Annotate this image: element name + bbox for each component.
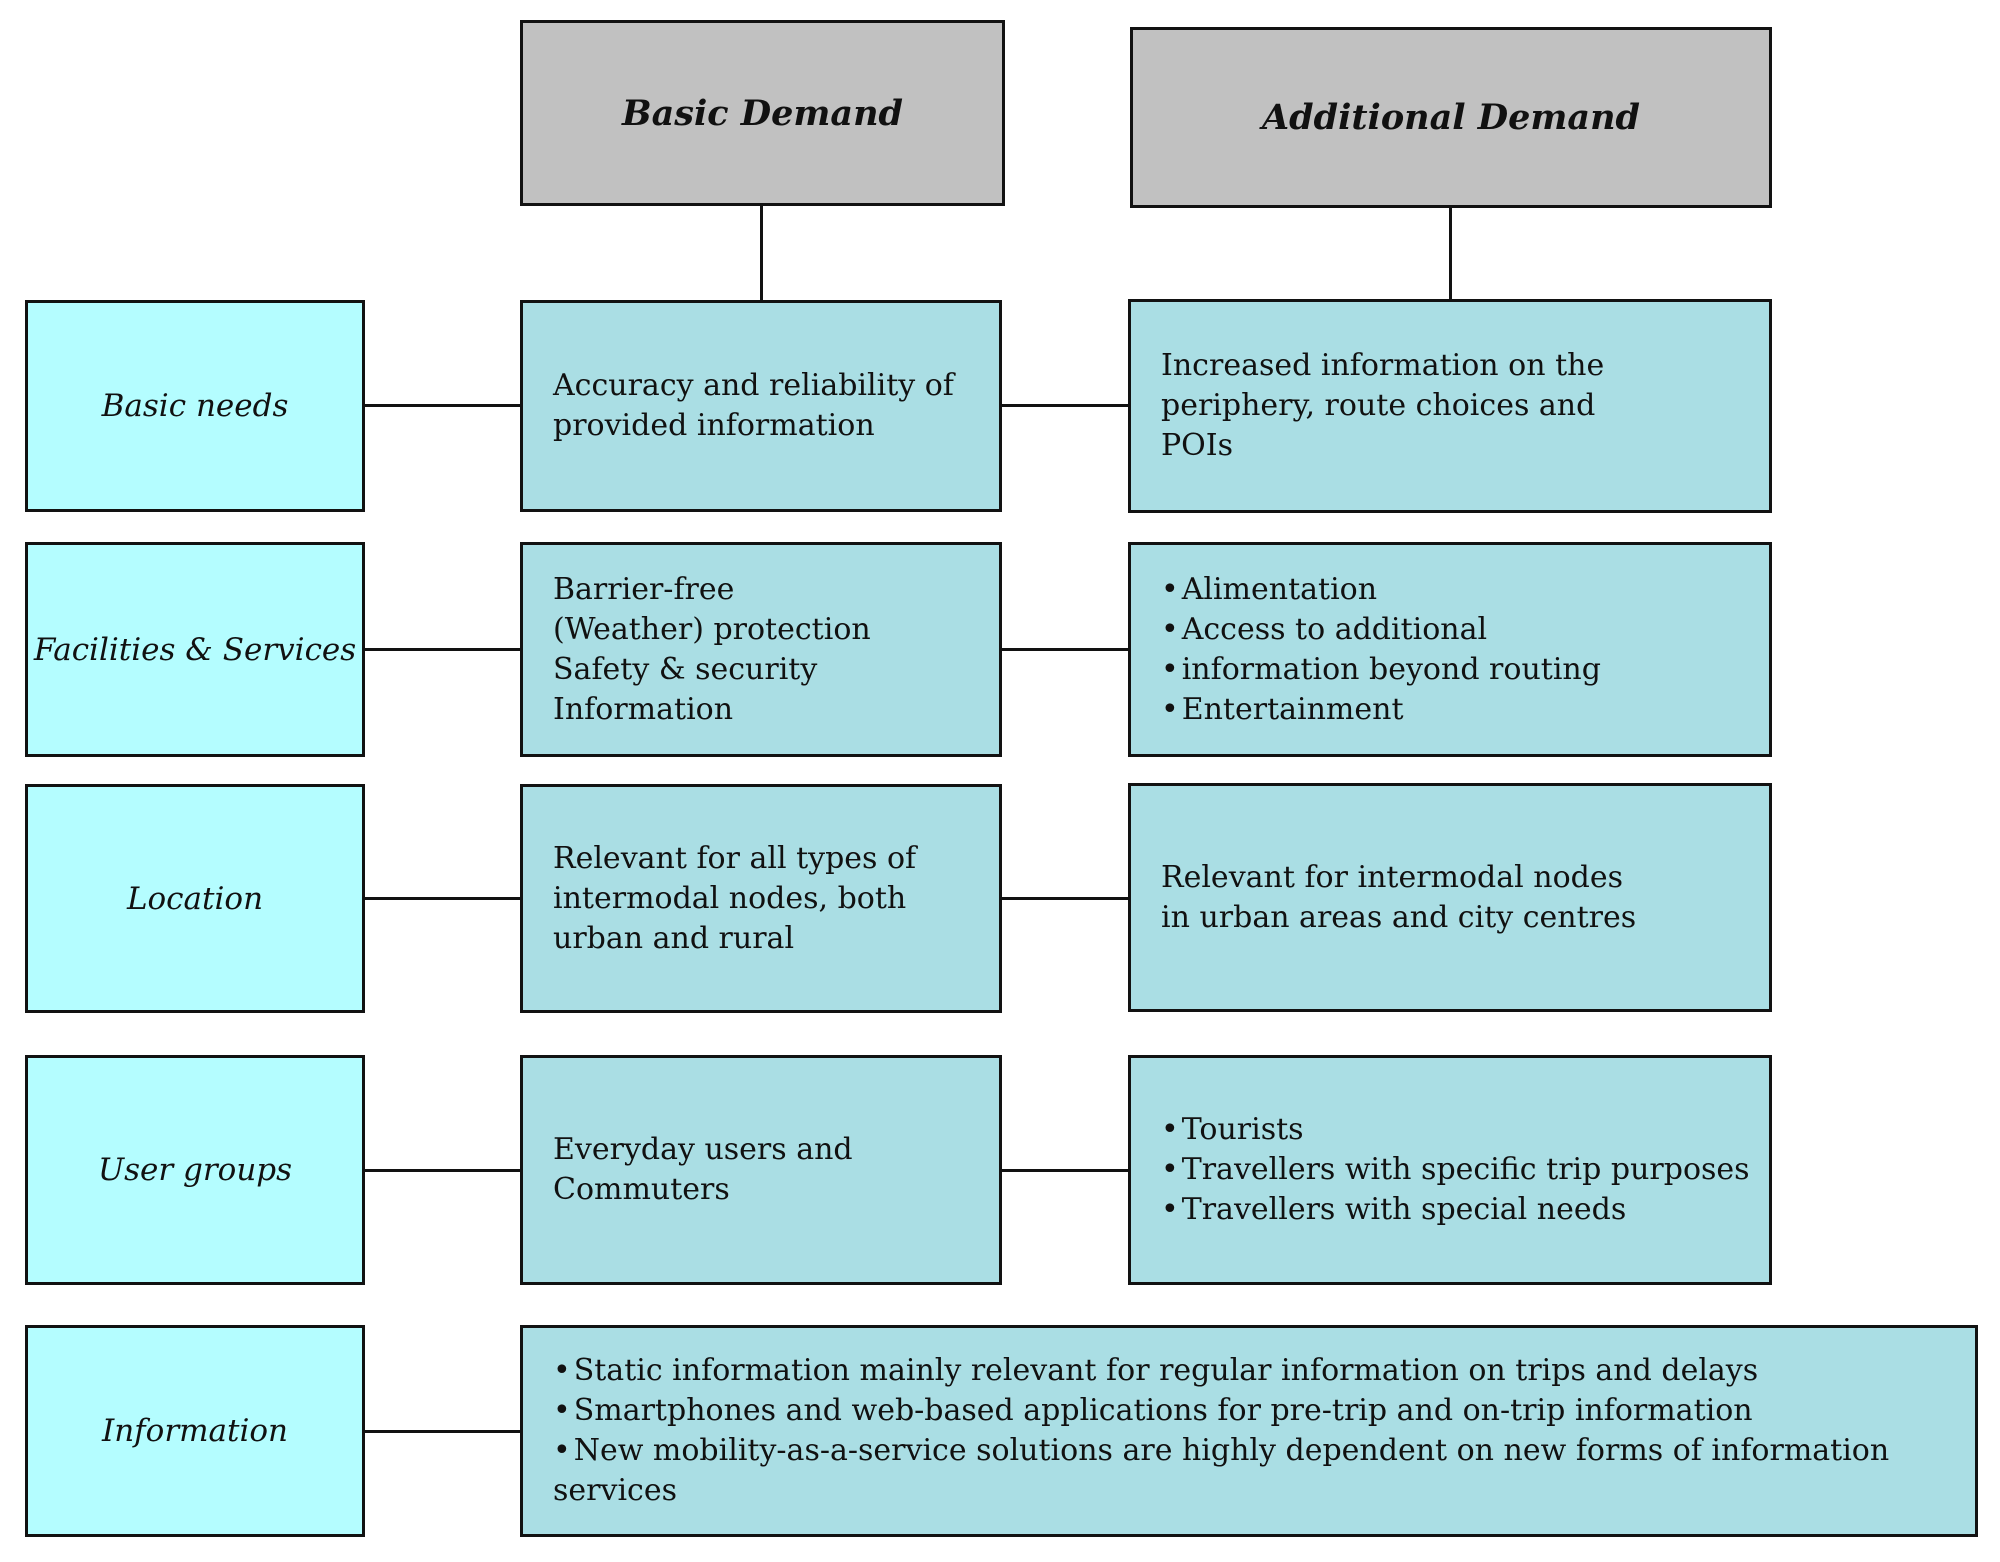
additional-box-user-groups: Tourists Travellers with specific trip p… (1128, 1055, 1772, 1285)
connector-row1-left (365, 404, 520, 407)
text-line: (Weather) protection (553, 611, 871, 647)
connector-additional-header (1449, 208, 1452, 299)
text-line: POIs (1161, 428, 1234, 463)
additional-demand-header-label: Additional Demand (1261, 97, 1641, 138)
category-box-user-groups: User groups (25, 1055, 365, 1285)
connector-row5-left (365, 1430, 520, 1433)
bullet-item: Static information mainly relevant for r… (553, 1351, 1957, 1391)
bullet-item: Smartphones and web-based applications f… (553, 1391, 1957, 1431)
category-box-basic-needs: Basic needs (25, 300, 365, 512)
information-wide-box: Static information mainly relevant for r… (520, 1325, 1978, 1537)
text-line: Relevant for all types of (553, 840, 917, 876)
text-line: Increased information on the (1161, 348, 1605, 383)
text-line: periphery, route choices and (1161, 388, 1596, 423)
category-box-facilities-services: Facilities & Services (25, 542, 365, 757)
basic-box-facilities-services: Barrier-free (Weather) protection Safety… (520, 542, 1002, 757)
basic-box-basic-needs: Accuracy and reliability of provided inf… (520, 300, 1002, 512)
connector-row3-right (1002, 897, 1128, 900)
text-line: Commuters (553, 1172, 730, 1207)
category-label: Information (101, 1413, 289, 1449)
category-label: User groups (97, 1152, 293, 1188)
connector-row2-right (1002, 648, 1128, 651)
text-line: Barrier-free (553, 571, 735, 607)
category-label: Location (126, 880, 264, 917)
additional-box-location: Relevant for intermodal nodes in urban a… (1128, 783, 1772, 1012)
connector-row1-right (1002, 404, 1128, 407)
bullet-item: Tourists (1161, 1110, 1750, 1150)
text-line: provided information (553, 408, 875, 443)
text-line: intermodal nodes, both (553, 880, 907, 916)
connector-row4-right (1002, 1169, 1128, 1172)
connector-basic-header (760, 206, 763, 300)
category-label: Basic needs (101, 388, 289, 424)
bullet-item: Travellers with special needs (1161, 1190, 1750, 1230)
bullet-item: Travellers with specific trip purposes (1161, 1150, 1750, 1190)
additional-demand-header: Additional Demand (1130, 27, 1772, 208)
bullet-item: Entertainment (1161, 690, 1601, 730)
text-line: Safety & security (553, 651, 818, 687)
text-line: Everyday users and (553, 1132, 853, 1167)
additional-box-basic-needs: Increased information on the periphery, … (1128, 299, 1772, 513)
text-line: Information (553, 691, 734, 727)
category-label: Facilities & Services (33, 631, 357, 668)
text-line: in urban areas and city centres (1161, 899, 1637, 935)
text-line: Accuracy and reliability of (553, 368, 954, 403)
bullet-item: information beyond routing (1161, 650, 1601, 690)
bullet-item: New mobility-as-a-service solutions are … (553, 1431, 1957, 1511)
basic-demand-header-label: Basic Demand (621, 92, 903, 134)
text-line: Relevant for intermodal nodes (1161, 859, 1624, 895)
basic-box-location: Relevant for all types of intermodal nod… (520, 784, 1002, 1013)
basic-demand-header: Basic Demand (520, 20, 1005, 206)
category-box-location: Location (25, 784, 365, 1013)
basic-box-user-groups: Everyday users and Commuters (520, 1055, 1002, 1285)
additional-box-facilities-services: Alimentation Access to additional inform… (1128, 542, 1772, 757)
bullet-item: Alimentation (1161, 570, 1601, 610)
connector-row2-left (365, 648, 520, 651)
connector-row4-left (365, 1169, 520, 1172)
connector-row3-left (365, 897, 520, 900)
category-box-information: Information (25, 1325, 365, 1537)
text-line: urban and rural (553, 920, 795, 956)
bullet-item: Access to additional (1161, 610, 1601, 650)
